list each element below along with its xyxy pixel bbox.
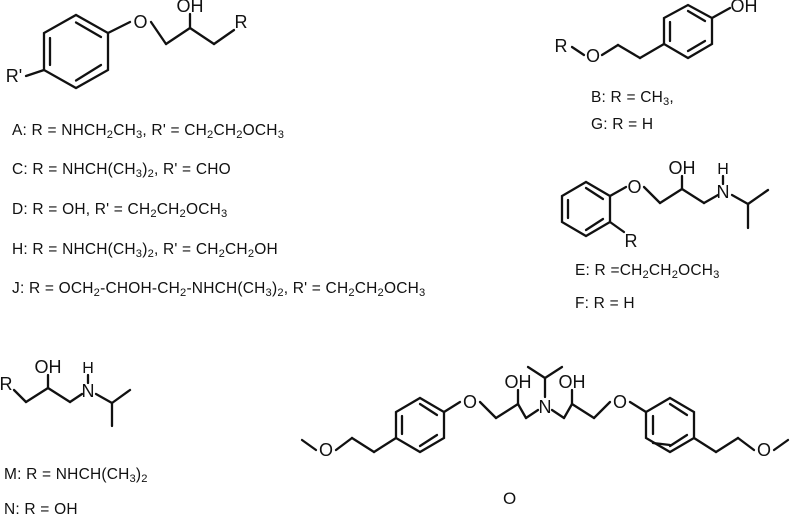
hydroxyphenyl-ethyl-ether-drawing: R O OH: [555, 0, 758, 66]
legend-item-F: F: R = H: [575, 295, 635, 312]
legend-item-A: A: R = NHCH2CH3, R' = CH2CH2OCH3: [12, 122, 285, 142]
hydroxyl-label: OH: [35, 357, 62, 377]
right-hydroxyl-label: OH: [559, 372, 586, 392]
phenol-oh-label: OH: [731, 0, 758, 16]
amine-h-label: H: [717, 161, 729, 178]
structure-aryloxypropanolamine: O OH R R': [0, 0, 260, 105]
amine-n-label: N: [82, 381, 95, 401]
propanolamine-fragment-drawing: R OH H N: [0, 357, 132, 428]
aryloxypropanolamine-drawing: O OH R R': [6, 0, 248, 90]
r-group-label: R: [0, 374, 13, 394]
amine-n-label: N: [717, 182, 730, 202]
bis-metoprolol-dimer-drawing: O O OH N OH O O: [300, 365, 790, 460]
right-ether-o-label: O: [613, 392, 627, 412]
left-ether-o-label: O: [463, 392, 477, 412]
legend-item-E: E: R =CH2CH2OCH3: [575, 262, 720, 282]
hydroxyl-label: OH: [669, 158, 696, 178]
amine-h-label: H: [82, 360, 94, 377]
left-hydroxyl-label: OH: [505, 372, 532, 392]
hydroxyl-label: OH: [177, 0, 204, 16]
r-group-label: R: [235, 12, 248, 32]
right-methoxy-o-label: O: [757, 440, 771, 460]
structure-propanolamine-fragment: R OH H N: [0, 357, 200, 443]
ortho-phenoxypropanolamine-drawing: O OH H N R: [560, 158, 770, 251]
legend-item-J: J: R = OCH2-CHOH-CH2-NHCH(CH3)2, R' = CH…: [12, 280, 426, 300]
ether-o-label: O: [586, 46, 600, 66]
legend-item-D: D: R = OH, R' = CH2CH2OCH3: [12, 201, 228, 221]
legend-item-N: N: R = OH: [4, 501, 78, 518]
structure-ortho-phenoxypropanolamine: O OH H N R: [546, 158, 798, 258]
structure-label-O: O: [503, 489, 517, 508]
r-group-label: R: [555, 36, 568, 56]
r-prime-group-label: R': [6, 66, 22, 86]
r-group-label: R: [625, 231, 638, 251]
legend-item-G: G: R = H: [591, 116, 654, 133]
legend-item-B: B: R = CH3,: [591, 89, 674, 109]
amine-n-label: N: [539, 397, 552, 417]
left-methoxy-o-label: O: [319, 440, 333, 460]
ether-o-label: O: [133, 12, 147, 32]
legend-item-C: C: R = NHCH(CH3)2, R' = CHO: [12, 161, 231, 181]
structure-hydroxyphenyl-ethyl-ether: R O OH: [548, 0, 798, 82]
ether-o-label: O: [627, 177, 641, 197]
legend-item-H: H: R = NHCH(CH3)2, R' = CH2CH2OH: [12, 241, 278, 261]
legend-item-M: M: R = NHCH(CH3)2: [4, 466, 148, 486]
structure-bis-metoprolol-dimer: O O OH N OH O O: [290, 340, 800, 485]
